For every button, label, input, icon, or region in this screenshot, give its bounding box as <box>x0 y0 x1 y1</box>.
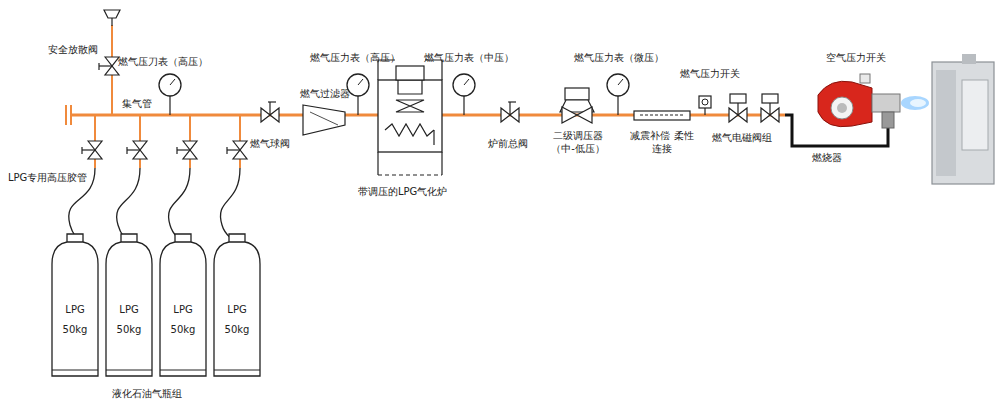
component-label: 燃气电磁阀组 <box>712 132 772 145</box>
component-label: 带调压的LPG气化炉 <box>358 186 447 199</box>
component-label: 燃气压力表（微压） <box>574 52 664 65</box>
component-label: 集气管 <box>122 98 152 111</box>
component-label: 炉前总阀 <box>488 138 528 151</box>
component-label: 减震补偿 柔性连接 <box>630 130 694 155</box>
component-label: LPG专用高压胶管 <box>8 172 87 185</box>
component-label: 燃气压力开关 <box>680 68 740 81</box>
cylinder-capacity: 50kg <box>104 324 154 335</box>
component-label: 安全放散阀 <box>48 44 98 57</box>
gas-cylinder: LPG 50kg <box>50 232 100 380</box>
component-label: 燃烧器 <box>812 152 842 165</box>
cylinder-capacity: 50kg <box>212 324 262 335</box>
gas-type: LPG <box>50 304 100 315</box>
component-label: 燃气压力表（高压） <box>310 52 400 65</box>
component-label: 燃气压刀表（高压） <box>118 56 208 69</box>
component-label: 空气压力开关 <box>826 52 886 65</box>
component-label: 二级调压器 （中-低压） <box>544 130 612 155</box>
component-label: 液化石油气瓶组 <box>112 388 182 401</box>
gas-type: LPG <box>104 304 154 315</box>
gas-cylinder: LPG 50kg <box>212 232 262 380</box>
gas-type: LPG <box>158 304 208 315</box>
gas-type: LPG <box>212 304 262 315</box>
cylinder-capacity: 50kg <box>50 324 100 335</box>
gas-cylinder: LPG 50kg <box>158 232 208 380</box>
component-label: 燃气过滤器 <box>300 88 350 101</box>
component-label: 燃气压力表（中压） <box>424 52 514 65</box>
gas-cylinder: LPG 50kg <box>104 232 154 380</box>
component-label: 燃气球阀 <box>250 138 290 151</box>
cylinder-capacity: 50kg <box>158 324 208 335</box>
